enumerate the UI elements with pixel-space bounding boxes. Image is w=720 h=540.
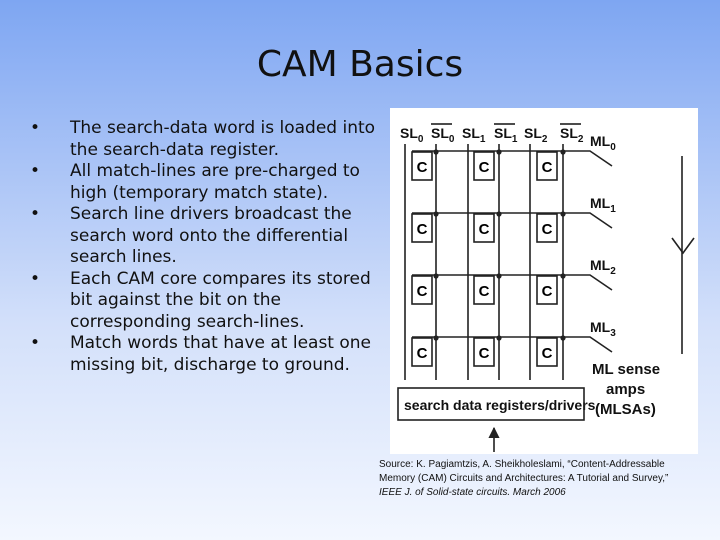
sense-amp-label: amps: [606, 381, 645, 398]
cam-cell-label: C: [542, 159, 553, 176]
bullet-dot: •: [30, 118, 41, 138]
junction-dot: [433, 211, 439, 217]
junction-dot: [496, 335, 502, 341]
junction-dot: [433, 273, 439, 279]
bullet-text: Match words that have at least one missi…: [70, 333, 372, 375]
bullet-text: All match-lines are pre-charged to high …: [70, 161, 360, 203]
bullet-item: • Each CAM core compares its stored bit a…: [26, 269, 376, 334]
match-line-label: ML1: [590, 195, 616, 215]
cam-array-diagram: SL0 SL0 SL1 SL1 SL2 SL2 ML0 ML1 ML2 ML3 …: [390, 108, 698, 454]
cam-cell-label: C: [479, 345, 490, 362]
junction-dot: [560, 273, 566, 279]
bullet-item: • Search line drivers broadcast the searc…: [26, 204, 376, 269]
junction-dot: [560, 335, 566, 341]
junction-dot: [433, 335, 439, 341]
cam-cell-label: C: [479, 283, 490, 300]
cam-cell-label: C: [542, 345, 553, 362]
cam-cell-label: C: [479, 159, 490, 176]
cam-cell-label: C: [417, 283, 428, 300]
search-line-label: SL2: [524, 125, 548, 145]
search-line-label: SL0: [400, 125, 424, 145]
sense-amp-label: ML sense: [592, 361, 660, 378]
cam-cell: [411, 275, 433, 305]
cam-cell-grid: C C C C C C C C C C C C: [411, 149, 566, 367]
source-citation: Source: K. Pagiamtzis, A. Sheikholeslami…: [379, 458, 709, 500]
junction-dot: [433, 149, 439, 155]
bullet-dot: •: [30, 204, 41, 224]
bullet-list: • The search-data word is loaded into the…: [26, 118, 376, 376]
cam-cell: [536, 213, 558, 243]
junction-dot: [496, 211, 502, 217]
sense-amp-label: (MLSAs): [595, 401, 656, 418]
search-line-label: SL1: [462, 125, 486, 145]
cam-cell-label: C: [542, 283, 553, 300]
cam-cell-label: C: [417, 345, 428, 362]
source-line: IEEE J. of Solid-state circuits. March 2…: [379, 487, 566, 498]
bullet-item: • The search-data word is loaded into the…: [26, 118, 376, 161]
cam-cell: [473, 337, 495, 367]
slide-title: CAM Basics: [256, 44, 464, 85]
search-line-label: SL2: [560, 125, 584, 145]
cam-cell: [411, 213, 433, 243]
source-line: Source: K. Pagiamtzis, A. Sheikholeslami…: [379, 459, 665, 470]
junction-dot: [496, 273, 502, 279]
match-line-label: ML2: [590, 257, 616, 277]
bullet-dot: •: [30, 333, 41, 353]
bullet-item: • All match-lines are pre-charged to high…: [26, 161, 376, 204]
cam-cell: [411, 151, 433, 181]
bullet-item: • Match words that have at least one miss…: [26, 333, 376, 376]
bullet-text: Search line drivers broadcast the search…: [70, 204, 352, 267]
cam-cell-label: C: [417, 221, 428, 238]
cam-cell: [411, 337, 433, 367]
match-line-label: ML0: [590, 133, 616, 153]
cam-cell: [473, 275, 495, 305]
junction-dot: [560, 211, 566, 217]
cam-cell: [536, 337, 558, 367]
search-line-label: SL0: [431, 125, 455, 145]
source-line: Memory (CAM) Circuits and Architectures:…: [379, 473, 669, 484]
match-line-label: ML3: [590, 319, 616, 339]
search-line-label: SL1: [494, 125, 518, 145]
cam-cell-label: C: [542, 221, 553, 238]
bullet-dot: •: [30, 161, 41, 181]
cam-cell-label: C: [417, 159, 428, 176]
cam-cell: [473, 213, 495, 243]
cam-cell: [473, 151, 495, 181]
cam-cell-label: C: [479, 221, 490, 238]
cam-cell: [536, 151, 558, 181]
bullet-text: The search-data word is loaded into the …: [70, 118, 376, 160]
junction-dot: [496, 149, 502, 155]
bullet-dot: •: [30, 268, 41, 289]
junction-dot: [560, 149, 566, 155]
cam-cell: [536, 275, 558, 305]
bullet-text: Each CAM core compares its stored bit ag…: [70, 268, 371, 332]
register-label: search data registers/drivers: [404, 397, 596, 413]
